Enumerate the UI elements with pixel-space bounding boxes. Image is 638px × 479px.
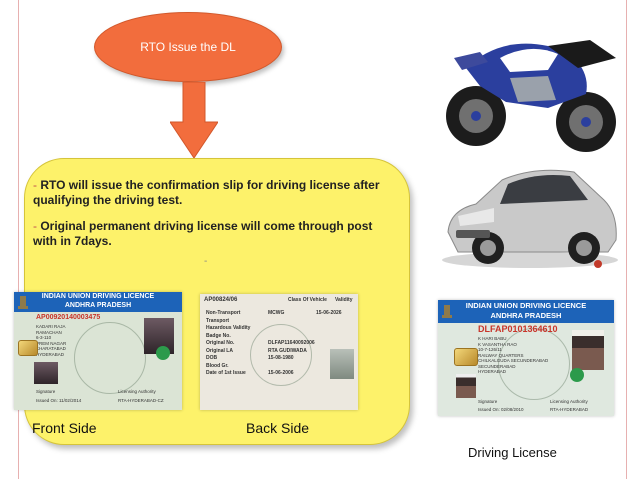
left-edge-rule — [18, 0, 19, 479]
license-number: AP00920140003475 — [36, 314, 101, 321]
down-arrow-icon — [170, 82, 218, 158]
card-header-band: INDIAN UNION DRIVING LICENCE ANDHRA PRAD… — [14, 292, 182, 312]
bullet-marker: - — [33, 219, 37, 233]
bullet-item: - Original permanent driving license wil… — [33, 219, 393, 249]
card-office: RTA-HYDERABAD-CZ — [118, 398, 164, 403]
bullet-item: - RTO will issue the confirmation slip f… — [33, 178, 393, 208]
card-title: INDIAN UNION DRIVING LICENCE — [465, 301, 587, 310]
license-number: DLFAP0101364610 — [478, 324, 558, 334]
card-authority: Licensing Authority — [118, 389, 156, 394]
class-of-vehicle-head: Class Of Vehicle — [288, 297, 327, 303]
card-seal — [250, 324, 312, 386]
driving-license-caption: Driving License — [468, 445, 557, 460]
card-title: INDIAN UNION DRIVING LICENCE — [41, 293, 155, 300]
bullet-list: - RTO will issue the confirmation slip f… — [33, 178, 393, 260]
table-row: Original No.DLFAP11640092006 — [206, 340, 315, 346]
chip-icon — [18, 340, 38, 356]
bullet-text: Original permanent driving license will … — [33, 219, 373, 248]
card-header-band: INDIAN UNION DRIVING LICENCE ANDHRA PRAD… — [438, 300, 614, 323]
table-row: Blood Gr. — [206, 362, 229, 369]
chip-icon — [454, 348, 478, 366]
emblem-icon — [442, 305, 452, 318]
holder-thumb-photo — [456, 374, 476, 398]
emblem-icon — [18, 296, 28, 309]
stray-mark: - — [204, 256, 208, 267]
oval-label: RTO Issue the DL — [140, 40, 236, 54]
card-seal — [74, 322, 146, 394]
holder-thumb-photo — [34, 362, 58, 384]
card-issued: Issued On: 02/08/2010 — [478, 407, 524, 412]
table-row: Badge No. — [206, 332, 231, 339]
card-signature-label: Signature — [36, 389, 56, 394]
holder-photo — [572, 330, 604, 370]
bullet-marker: - — [33, 178, 37, 192]
front-side-card: INDIAN UNION DRIVING LICENCE ANDHRA PRAD… — [14, 292, 182, 410]
card-issued: Issued On: 11/02/2014 — [36, 398, 82, 403]
back-card-photo — [330, 349, 354, 379]
card-authority: Licensing Authority — [550, 399, 588, 404]
car-image — [442, 169, 618, 268]
right-edge-rule — [626, 0, 627, 479]
hologram-icon — [570, 368, 584, 382]
card-state: ANDHRA PRADESH — [490, 311, 562, 320]
table-row: Transport — [206, 317, 230, 324]
motorcycle-image — [446, 40, 616, 152]
card-signature-label: Signature — [478, 399, 498, 404]
driving-license-card: INDIAN UNION DRIVING LICENCE ANDHRA PRAD… — [438, 300, 614, 416]
bullet-text: RTO will issue the confirmation slip for… — [33, 178, 380, 207]
card-number: AP00824/06 — [204, 297, 238, 303]
card-state: ANDHRA PRADESH — [64, 302, 132, 309]
front-side-caption: Front Side — [32, 420, 97, 436]
hologram-icon — [156, 346, 170, 360]
table-row: Hazardous Validity — [206, 325, 251, 331]
back-side-caption: Back Side — [246, 420, 310, 436]
back-side-card: AP00824/06 Class Of Vehicle Validity Non… — [200, 294, 358, 410]
card-office: RTA-HYDERABAD — [550, 407, 589, 412]
validity-head: Validity — [335, 297, 353, 303]
card-seal — [498, 328, 570, 400]
rto-issue-oval: RTO Issue the DL — [94, 12, 282, 82]
